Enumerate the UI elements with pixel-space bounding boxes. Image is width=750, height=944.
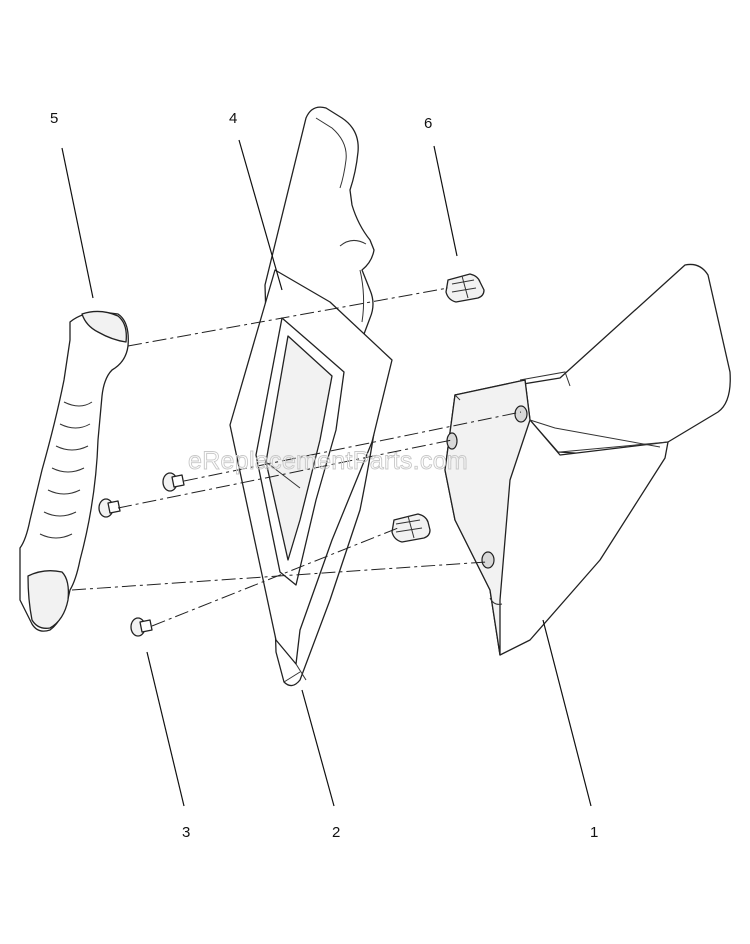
part-6-bolt-lower — [391, 513, 431, 543]
callout-labels: 5 4 6 3 2 1 — [50, 110, 598, 841]
leader-5 — [61, 147, 94, 299]
mount-hole-lower — [481, 551, 495, 569]
part-1-deflector — [444, 263, 731, 656]
watermark-text: eReplacementParts.com — [188, 447, 468, 475]
leader-lines — [61, 139, 592, 807]
part-2-plate — [229, 269, 393, 681]
part-3-screw-middle — [98, 498, 121, 518]
leader-6 — [433, 145, 458, 257]
leader-4 — [238, 139, 283, 291]
part-3-screw-lower — [130, 617, 153, 637]
axis-handle-lower — [71, 561, 487, 591]
part-6-bolt-upper — [445, 273, 485, 303]
callout-3: 3 — [182, 824, 190, 841]
callout-2: 2 — [332, 824, 340, 841]
axis-upper-screw — [183, 411, 522, 482]
leader-3 — [146, 651, 185, 807]
callout-1: 1 — [590, 824, 598, 841]
leader-2 — [301, 689, 335, 807]
part-5-handle — [19, 310, 129, 632]
axis-lower-screw — [151, 527, 399, 627]
callout-6: 6 — [424, 115, 432, 132]
axis-upper-bolt — [127, 287, 449, 347]
callout-5: 5 — [50, 110, 58, 127]
mount-hole-upper — [514, 405, 528, 423]
axis-middle-screw — [117, 439, 453, 509]
callout-4: 4 — [229, 110, 237, 127]
part-3-screw-upper — [162, 472, 185, 492]
leader-1 — [542, 619, 592, 807]
assembly-lines — [71, 287, 522, 627]
